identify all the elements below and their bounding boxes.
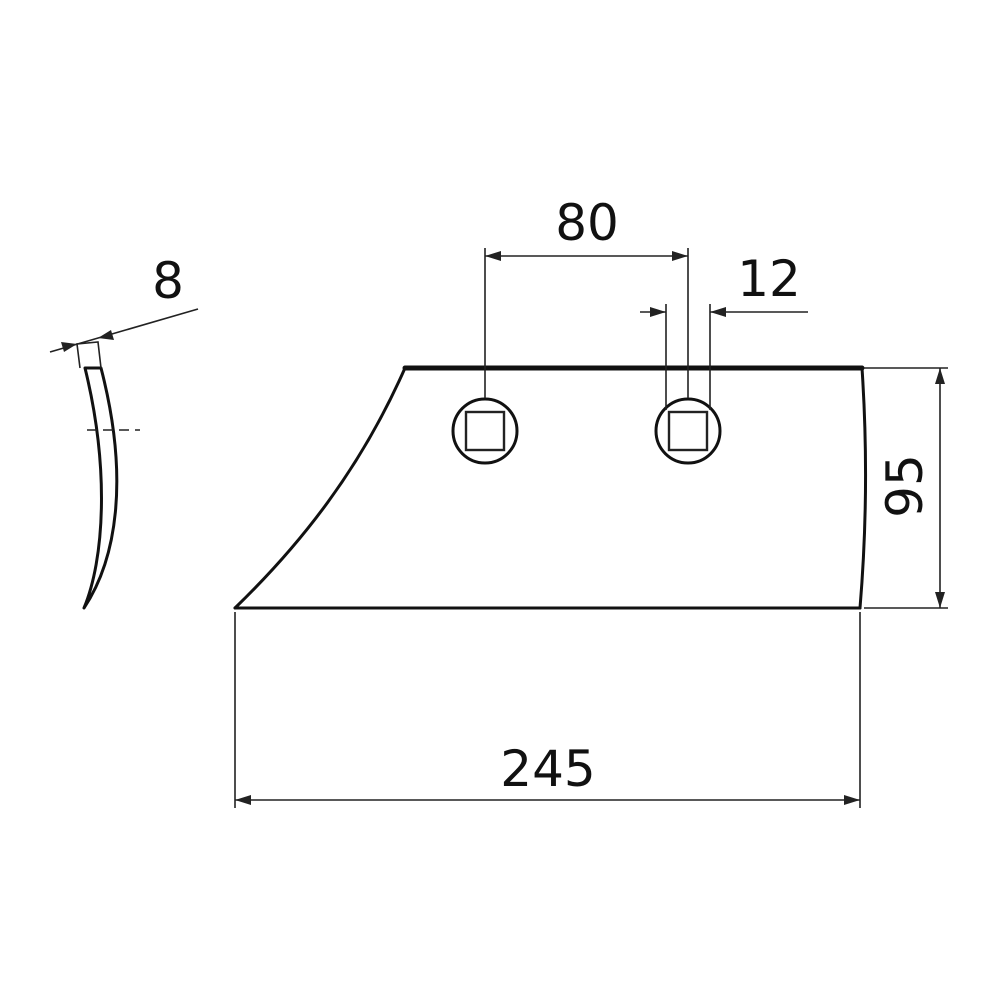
dimension-height-label: 95 xyxy=(876,454,934,518)
dimension-hole-size: 12 xyxy=(640,250,808,410)
dimension-length: 245 xyxy=(234,612,861,808)
dimension-hole-size-label: 12 xyxy=(737,250,801,308)
bolt-hole-left xyxy=(451,397,519,465)
bolt-hole-right xyxy=(654,397,722,465)
dimension-hole-spacing: 80 xyxy=(484,194,689,398)
dimension-hole-spacing-label: 80 xyxy=(555,194,619,252)
blade-outline xyxy=(233,365,868,610)
dimension-thickness-label: 8 xyxy=(152,252,184,310)
side-profile xyxy=(76,341,140,610)
dimension-thickness: 8 xyxy=(49,252,199,353)
dimension-length-label: 245 xyxy=(500,740,595,798)
dimension-height: 95 xyxy=(864,367,948,609)
